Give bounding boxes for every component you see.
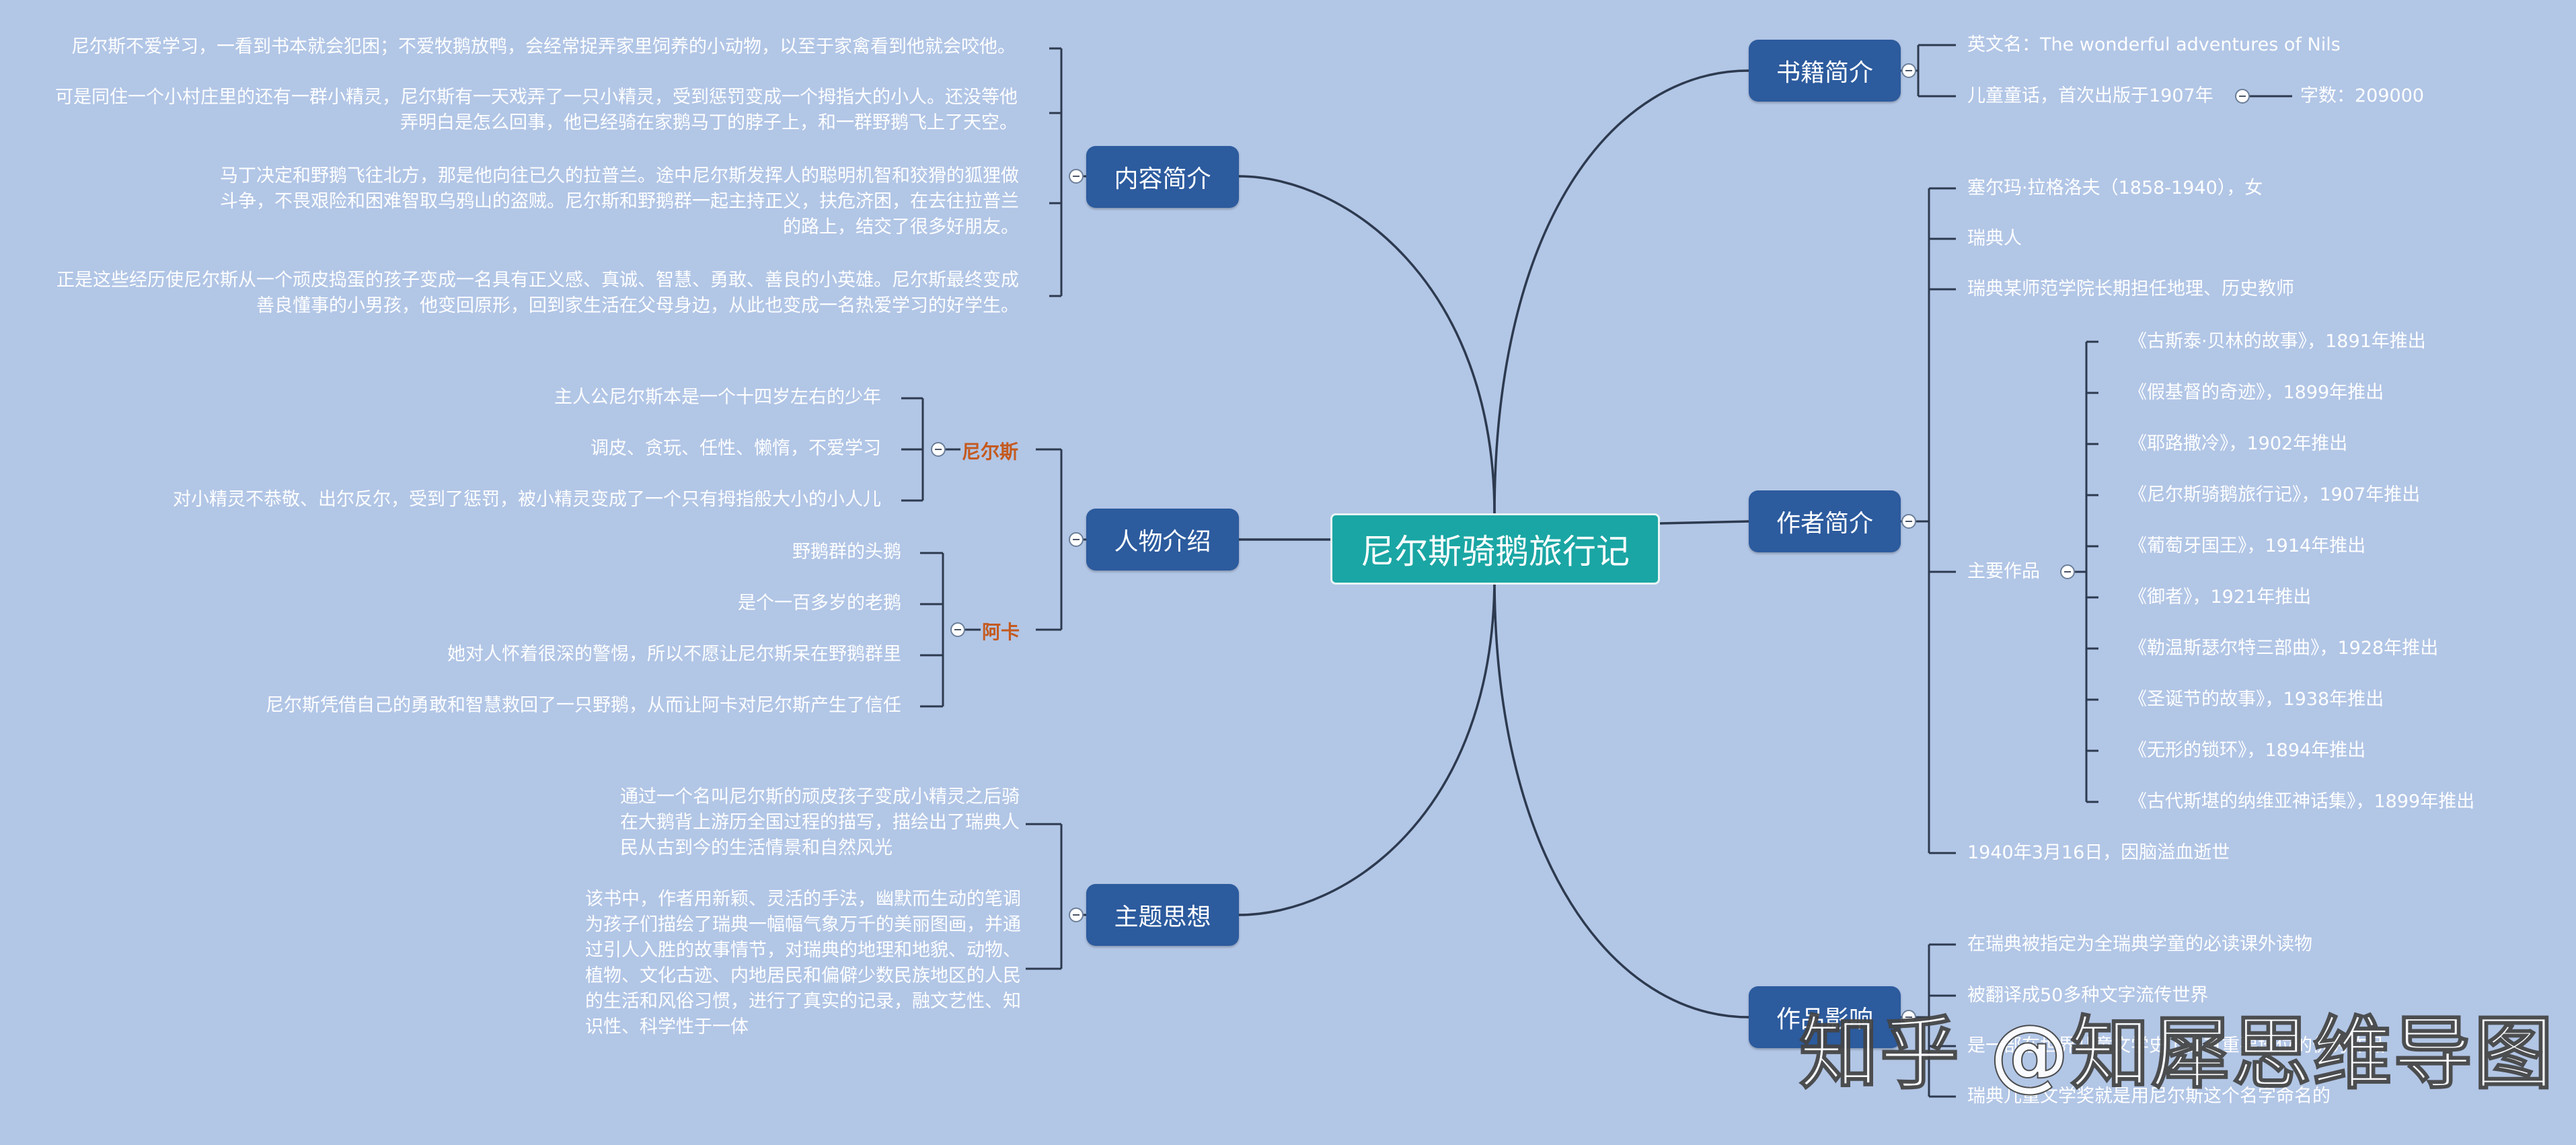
collapse-toggle-content[interactable]	[1069, 169, 1084, 184]
work-item: 《古斯泰·贝林的故事》，1891年推出	[2129, 331, 2426, 352]
impact-item: 在瑞典被指定为全瑞典学童的必读课外读物	[1967, 934, 2312, 955]
content-item: 可是同住一个小村庄里的还有一群小精灵，尼尔斯有一天戏弄了一只小精灵，受到惩罚变成…	[55, 87, 1018, 133]
work-item: 《无形的锁环》，1894年推出	[2129, 740, 2366, 761]
author-works-label: 主要作品	[1967, 561, 2040, 582]
collapse-toggle-published[interactable]	[2235, 89, 2250, 104]
nils-trait: 对小精灵不恭敬、出尔反尔，受到了惩罚，被小精灵变成了一个只有拇指般大小的小人儿	[173, 489, 881, 510]
impact-item: 是一部在世界儿童文学史上占有重要地位的优秀作品	[1967, 1035, 2385, 1056]
branch-impact-node[interactable]: 作品影响	[1749, 986, 1901, 1048]
collapse-toggle-author[interactable]	[1901, 514, 1916, 529]
book-published: 儿童童话，首次出版于1907年	[1967, 85, 2213, 106]
akka-trait: 野鹅群的头鹅	[792, 542, 901, 562]
branch-characters-node[interactable]: 人物介绍	[1086, 509, 1239, 570]
collapse-toggle-book[interactable]	[1901, 63, 1916, 78]
content-item: 尼尔斯不爱学习，一看到书本就会犯困；不爱牧鹅放鸭，会经常捉弄家里饲养的小动物，以…	[71, 36, 1016, 57]
author-death: 1940年3月16日，因脑溢血逝世	[1967, 842, 2230, 863]
work-item: 《勒温斯瑟尔特三部曲》，1928年推出	[2129, 638, 2439, 659]
author-nationality: 瑞典人	[1967, 228, 2022, 249]
collapse-toggle-characters[interactable]	[1069, 532, 1084, 547]
work-item: 《圣诞节的故事》，1938年推出	[2129, 689, 2384, 710]
collapse-toggle-theme[interactable]	[1069, 908, 1084, 922]
theme-item: 通过一个名叫尼尔斯的顽皮孩子变成小精灵之后骑在大鹅背上游历全国过程的描写，描绘出…	[620, 786, 1020, 858]
author-job: 瑞典某师范学院长期担任地理、历史教师	[1967, 279, 2294, 299]
impact-item: 瑞典儿童文学奖就是用尼尔斯这个名字命名的	[1967, 1086, 2331, 1107]
branch-content-node[interactable]: 内容简介	[1086, 146, 1239, 208]
nils-trait: 主人公尼尔斯本是一个十四岁左右的少年	[554, 387, 881, 408]
book-english-name: 英文名：The wonderful adventures of Nils	[1967, 34, 2341, 55]
book-word-count: 字数：209000	[2300, 85, 2425, 106]
work-item: 《御者》，1921年推出	[2129, 587, 2312, 607]
work-item: 《古代斯堪的纳维亚神话集》，1899年推出	[2129, 791, 2475, 812]
work-item: 《耶路撒冷》，1902年推出	[2129, 433, 2348, 454]
work-item: 《尼尔斯骑鹅旅行记》，1907年推出	[2129, 484, 2421, 505]
character-label-akka[interactable]: 阿卡	[982, 621, 1020, 643]
content-item: 正是这些经历使尼尔斯从一个顽皮捣蛋的孩子变成一名具有正义感、真诚、智慧、勇敢、善…	[56, 270, 1019, 316]
akka-trait: 尼尔斯凭借自己的勇敢和智慧救回了一只野鹅，从而让阿卡对尼尔斯产生了信任	[266, 695, 901, 716]
impact-item: 被翻译成50多种文字流传世界	[1967, 985, 2209, 1006]
collapse-toggle-impact[interactable]	[1901, 1010, 1916, 1025]
branch-theme-node[interactable]: 主题思想	[1086, 884, 1239, 946]
akka-trait: 她对人怀着很深的警惕，所以不愿让尼尔斯呆在野鹅群里	[447, 644, 901, 665]
collapse-toggle-works[interactable]	[2060, 564, 2075, 579]
theme-item: 该书中，作者用新颖、灵活的手法，幽默而生动的笔调为孩子们描绘了瑞典一幅幅气象万千…	[585, 889, 1021, 1037]
nils-trait: 调皮、贪玩、任性、懒惰，不爱学习	[591, 438, 881, 459]
work-item: 《假基督的奇迹》，1899年推出	[2129, 382, 2384, 403]
collapse-toggle-akka[interactable]	[950, 622, 965, 637]
author-name: 塞尔玛·拉格洛夫（1858-1940），女	[1967, 178, 2263, 198]
collapse-toggle-nils[interactable]	[931, 442, 946, 457]
root-node[interactable]: 尼尔斯骑鹅旅行记	[1330, 513, 1660, 585]
akka-trait: 是个一百多岁的老鹅	[738, 593, 901, 614]
branch-author-node[interactable]: 作者简介	[1749, 490, 1901, 552]
branch-book-node[interactable]: 书籍简介	[1749, 40, 1901, 102]
watermark: 知乎 @知犀思维导图	[1798, 1006, 2555, 1101]
content-item: 马丁决定和野鹅飞往北方，那是他向往已久的拉普兰。途中尼尔斯发挥人的聪明机智和狡猾…	[220, 165, 1019, 237]
character-label-nils[interactable]: 尼尔斯	[962, 441, 1019, 463]
work-item: 《葡萄牙国王》，1914年推出	[2129, 535, 2366, 556]
